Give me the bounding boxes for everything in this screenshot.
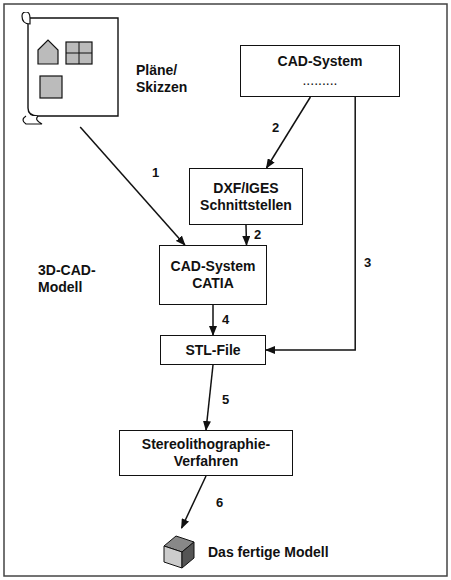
plan-sheet-icon	[20, 12, 130, 127]
flow-arrow	[245, 225, 247, 245]
sheet-roll	[22, 12, 42, 124]
flow-arrow	[206, 365, 213, 430]
flow-arrow	[80, 127, 185, 245]
flow-arrow	[182, 476, 206, 528]
process-box: STL-File	[160, 335, 266, 365]
floor-plan-sketch	[66, 42, 92, 64]
node-text: DXF/IGES Schnittstellen	[196, 180, 296, 214]
step-number: 5	[220, 392, 231, 407]
house-icon	[160, 528, 200, 572]
step-number: 3	[362, 255, 373, 270]
node-text: CAD-System CATIA	[166, 258, 260, 292]
house-sketch	[38, 40, 58, 64]
node-text: Das fertige Modell	[208, 544, 329, 561]
step-number: 2	[252, 227, 263, 242]
model-node: Das fertige Modell	[160, 528, 340, 572]
process-box: DXF/IGES Schnittstellen	[189, 168, 303, 225]
step-number: 6	[214, 495, 225, 510]
frame-border	[4, 4, 447, 576]
node-text: Stereolithographie- Verfahren	[126, 436, 286, 470]
plan-sheet-node: Pläne/ Skizzen	[20, 12, 235, 127]
house-side	[182, 542, 194, 568]
flow-arrow	[212, 305, 214, 335]
node-text: CAD-System	[278, 53, 363, 70]
process-box: Stereolithographie- Verfahren	[119, 430, 293, 476]
floor-plan-lines	[66, 42, 92, 64]
step-number: 1	[150, 165, 161, 180]
flow-arrow	[267, 97, 311, 168]
node-text: Pläne/ Skizzen	[136, 62, 231, 96]
step-number: 4	[220, 312, 231, 327]
process-box: CAD-System.........	[240, 45, 400, 97]
side-label: 3D-CAD- Modell	[38, 262, 128, 296]
step-number: 2	[270, 120, 281, 135]
house-front	[164, 546, 182, 568]
node-text: STL-File	[185, 342, 240, 359]
placeholder-dots: .........	[302, 72, 337, 89]
square-sketch	[40, 76, 62, 98]
sheet-outline	[28, 18, 118, 116]
process-box: CAD-System CATIA	[159, 245, 267, 305]
